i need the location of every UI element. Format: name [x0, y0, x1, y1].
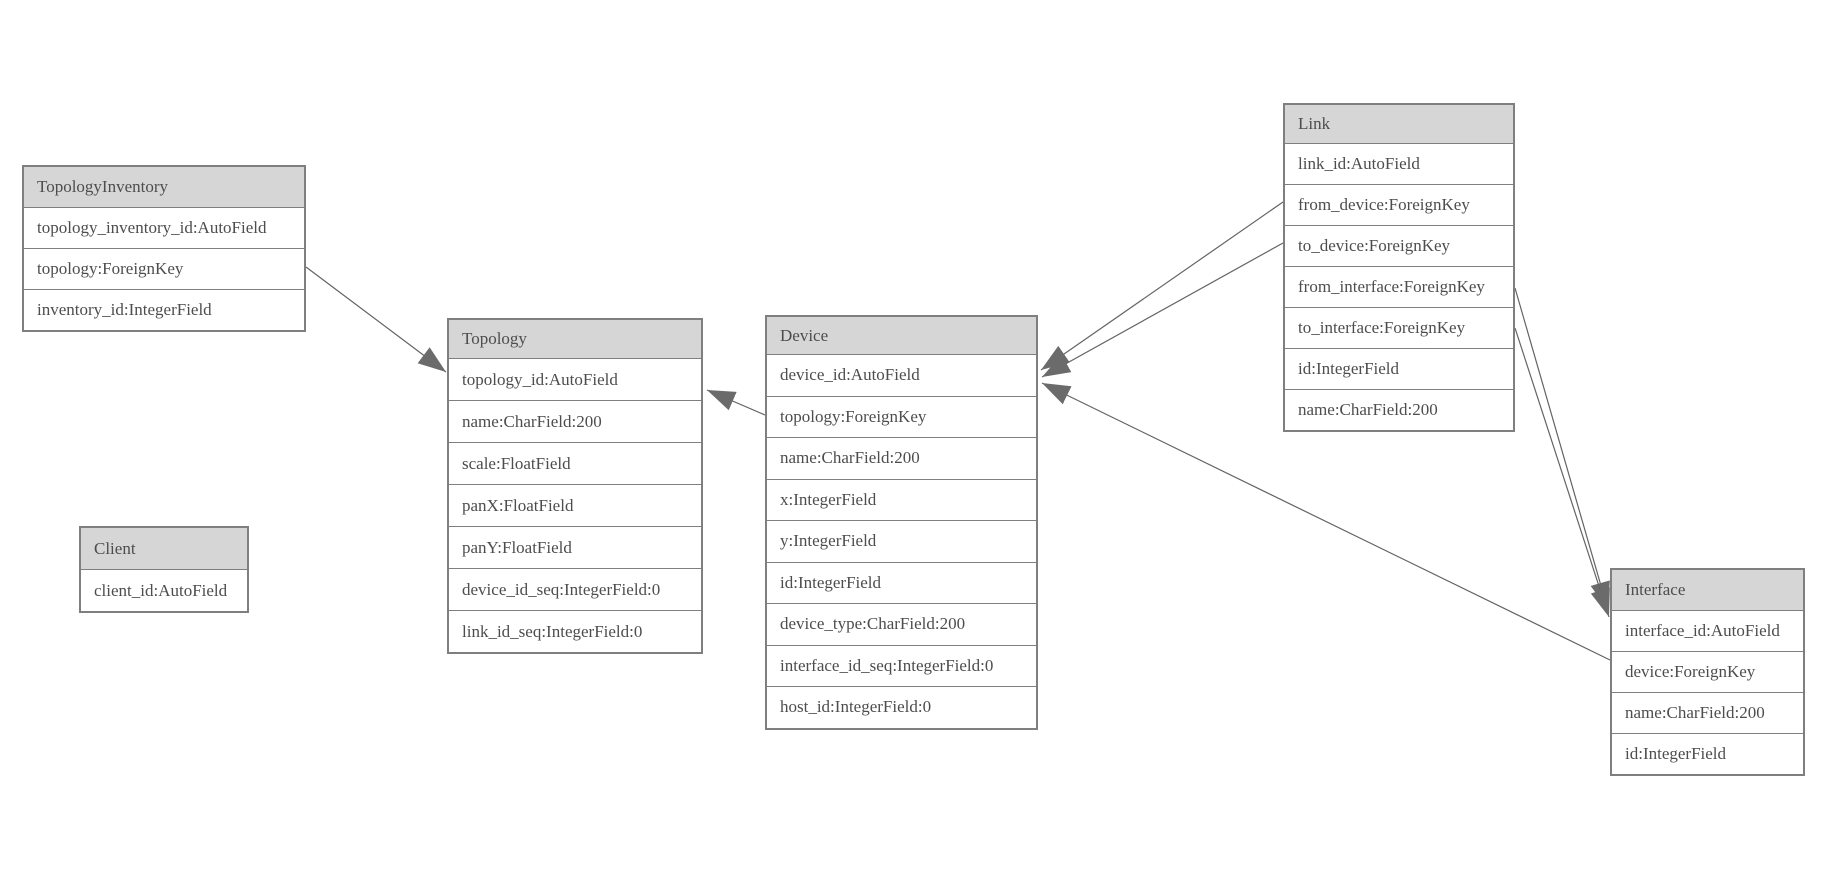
- entity-field-row: device_id:AutoField: [767, 355, 1036, 396]
- entity-field-row: from_device:ForeignKey: [1285, 184, 1513, 225]
- entity-field-row: y:IntegerField: [767, 520, 1036, 562]
- edge-link-from_device-device: [1040, 201, 1284, 371]
- entity-field-row: host_id:IntegerField:0: [767, 686, 1036, 728]
- entity-field-row: panY:FloatField: [449, 526, 701, 568]
- edge-interface-device: [1041, 382, 1611, 661]
- entity-field-row: topology:ForeignKey: [24, 248, 304, 289]
- entity-field-row: scale:FloatField: [449, 442, 701, 484]
- entity-field-row: name:CharField:200: [1285, 389, 1513, 430]
- edge-link-to_interface-interface: [1514, 327, 1610, 618]
- entity-title: TopologyInventory: [24, 167, 304, 208]
- entity-field-row: topology:ForeignKey: [767, 395, 1036, 437]
- entity-field-row: topology_inventory_id:AutoField: [24, 208, 304, 248]
- entity-title: Device: [767, 317, 1036, 355]
- entity-title: Link: [1285, 105, 1513, 144]
- entity-field-row: to_interface:ForeignKey: [1285, 307, 1513, 348]
- entity-title: Interface: [1612, 570, 1803, 611]
- entity-field-row: device_type:CharField:200: [767, 603, 1036, 645]
- entity-field-row: name:CharField:200: [767, 437, 1036, 479]
- entity-title: Client: [81, 528, 247, 570]
- edge-topologyinventory-topology: [305, 266, 447, 373]
- entity-field-row: panX:FloatField: [449, 484, 701, 526]
- entity-field-row: link_id_seq:IntegerField:0: [449, 610, 701, 652]
- entity-field-row: from_interface:ForeignKey: [1285, 266, 1513, 307]
- entity-field-row: id:IntegerField: [767, 561, 1036, 603]
- edge-device-topology: [706, 389, 766, 416]
- entity-field-row: interface_id:AutoField: [1612, 611, 1803, 651]
- entity-field-row: device_id_seq:IntegerField:0: [449, 568, 701, 610]
- entity-field-row: id:IntegerField: [1612, 733, 1803, 774]
- edge-link-to_device-device: [1041, 242, 1284, 378]
- entity-field-row: name:CharField:200: [1612, 692, 1803, 733]
- entity-field-row: to_device:ForeignKey: [1285, 225, 1513, 266]
- entity-field-row: device:ForeignKey: [1612, 651, 1803, 692]
- entity-field-row: interface_id_seq:IntegerField:0: [767, 644, 1036, 686]
- entity-field-row: topology_id:AutoField: [449, 359, 701, 400]
- entity-field-row: id:IntegerField: [1285, 348, 1513, 389]
- entity-field-row: x:IntegerField: [767, 478, 1036, 520]
- entity-field-row: link_id:AutoField: [1285, 144, 1513, 184]
- entity-title: Topology: [449, 320, 701, 359]
- entity-field-row: client_id:AutoField: [81, 570, 247, 611]
- edge-group: [305, 201, 1611, 661]
- entity-field-row: inventory_id:IntegerField: [24, 289, 304, 330]
- entity-field-row: name:CharField:200: [449, 400, 701, 442]
- edge-link-from_interface-interface: [1514, 287, 1610, 611]
